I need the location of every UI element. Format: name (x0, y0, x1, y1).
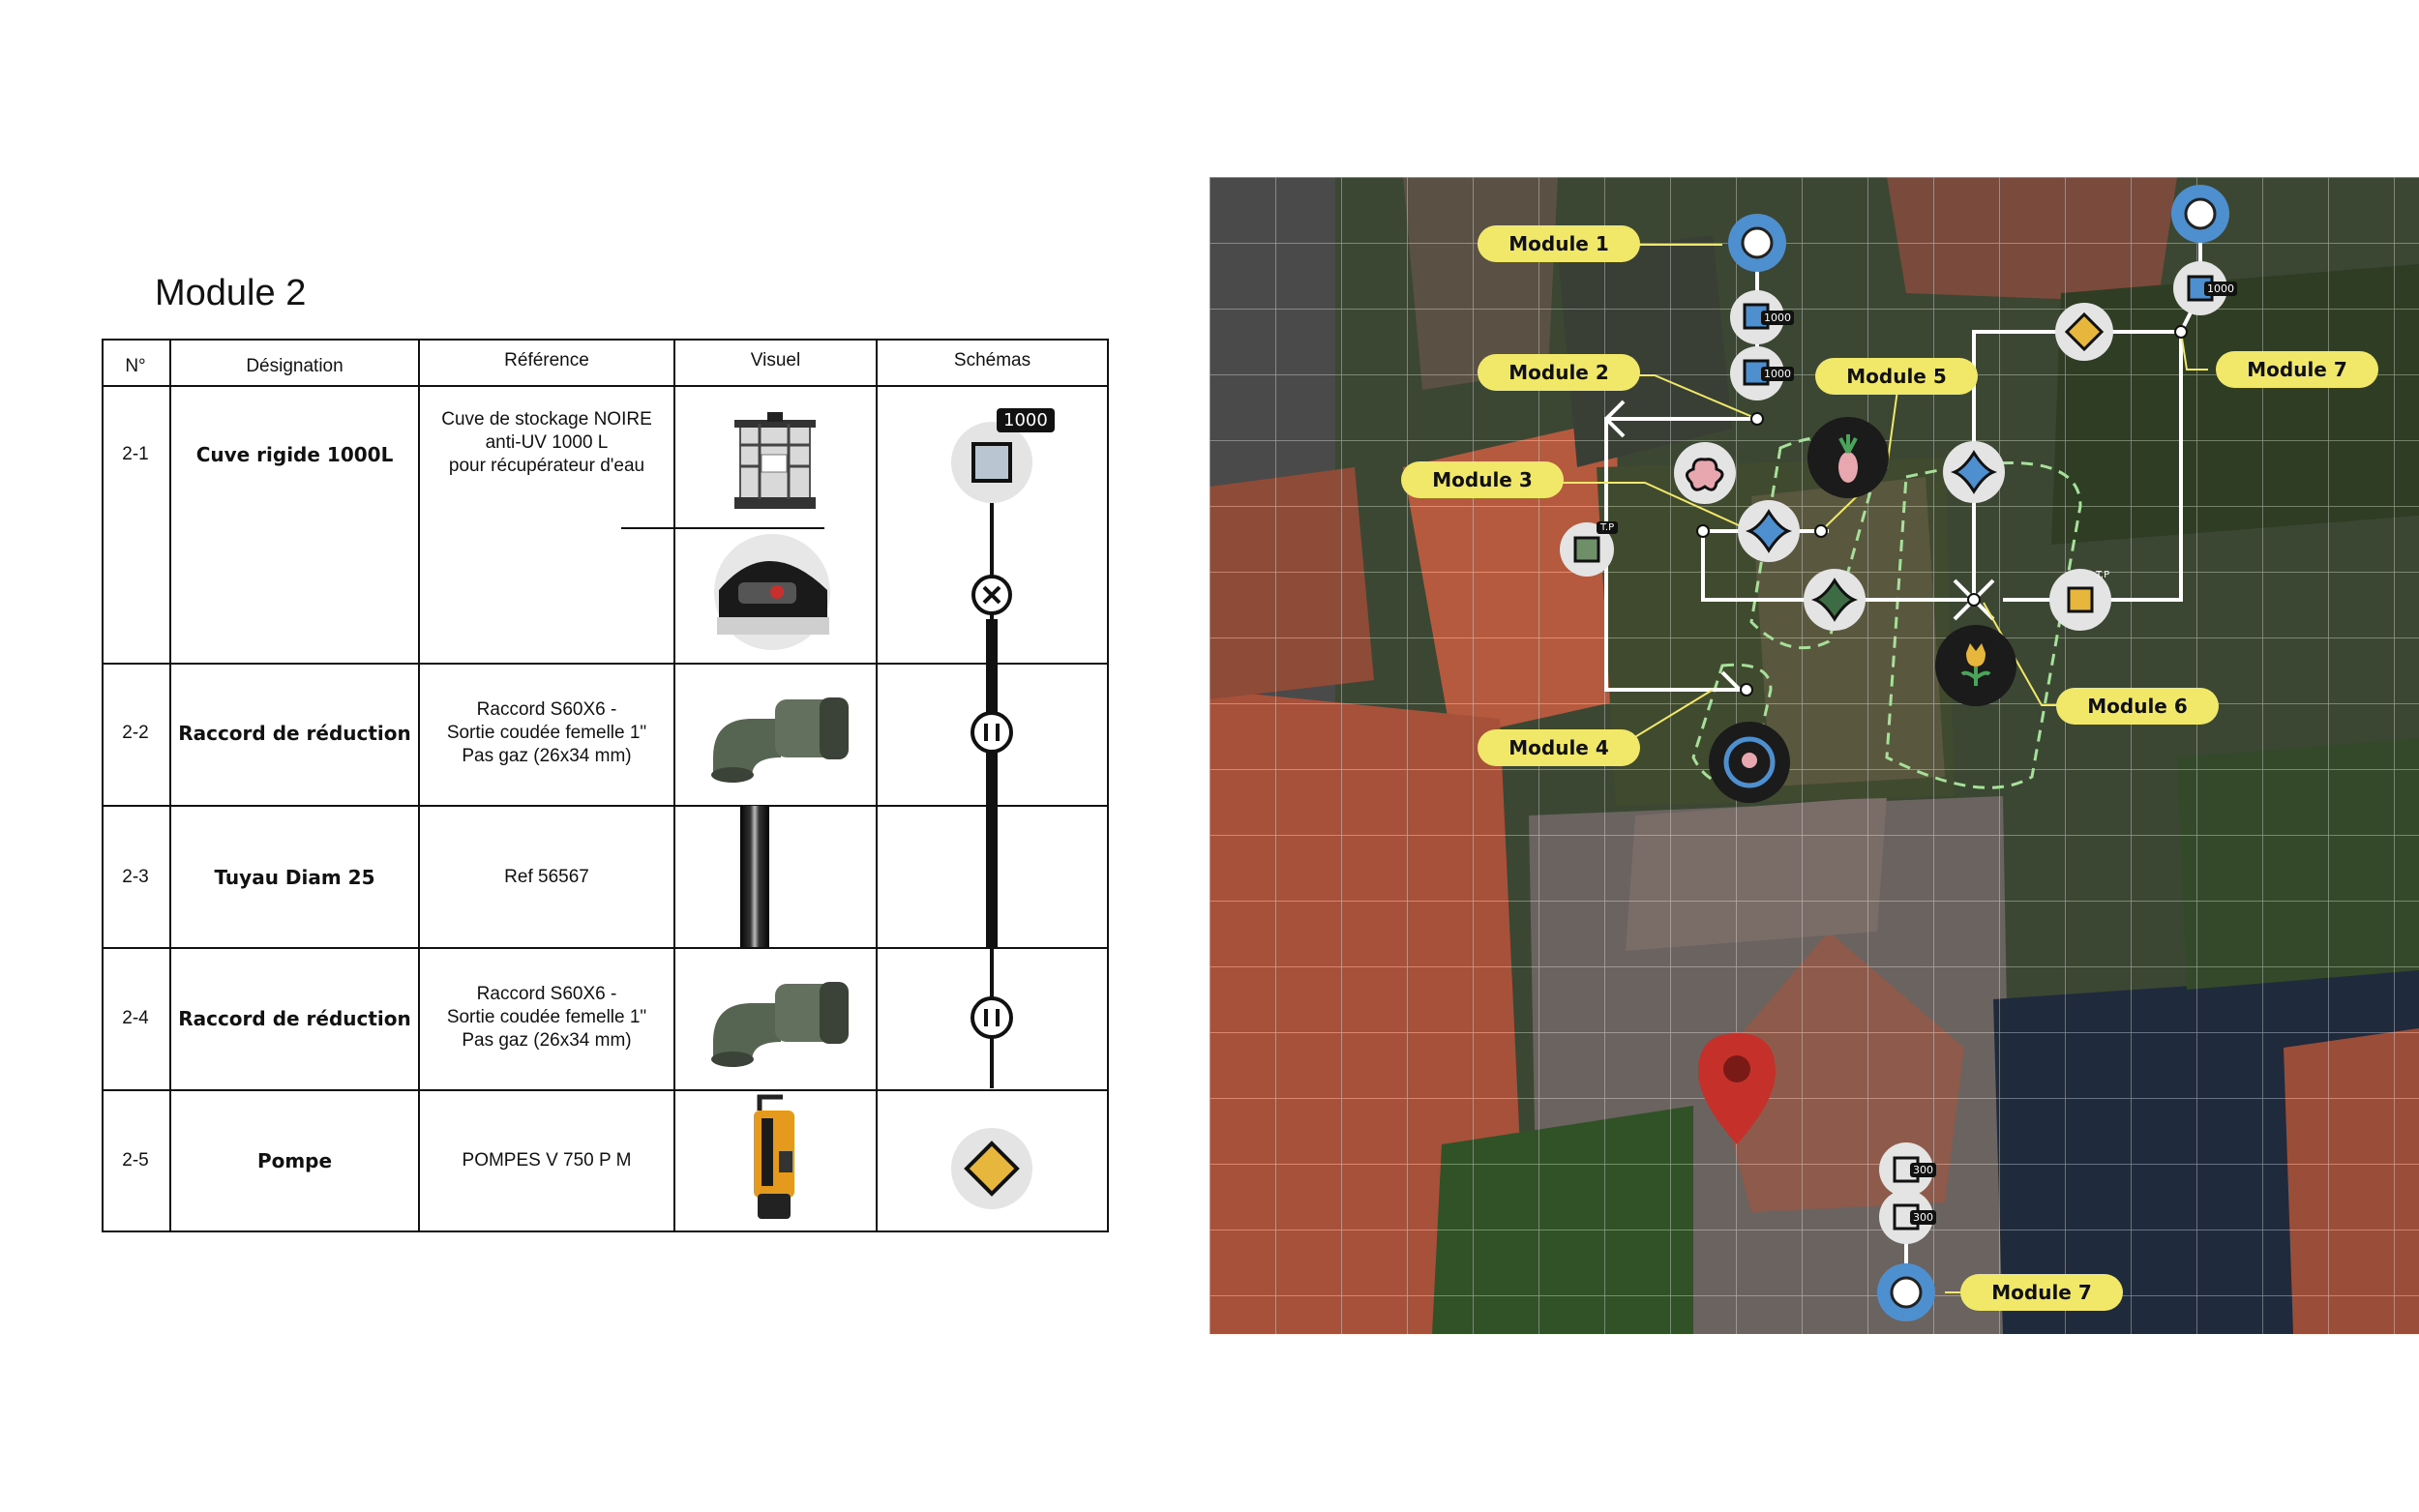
drip-ring-node (1709, 722, 1790, 803)
label-module-3: Module 3 (1401, 461, 1564, 498)
column-divider (673, 339, 675, 1232)
tank-capacity-badge: 1000 (2204, 282, 2237, 296)
label-module-6: Module 6 (2056, 688, 2219, 725)
row-reference: Cuve de stockage NOIRE anti-UV 1000 L po… (441, 409, 652, 476)
row-designation: Tuyau Diam 25 (214, 866, 375, 889)
module-title: Module 2 (155, 273, 307, 313)
pump-tank-node (2049, 569, 2111, 631)
label-module-7-bottom: Module 7 (1960, 1274, 2123, 1311)
spec-table: N° Désignation Référence Visuel Schémas … (102, 339, 1109, 1232)
green-flower-node (1804, 569, 1866, 631)
table-border-right (1107, 339, 1109, 1232)
tank-valve-image (714, 534, 830, 650)
row-reference: POMPES V 750 P M (462, 1150, 632, 1171)
column-divider (169, 339, 171, 1232)
radish-plant-node (1807, 417, 1889, 498)
label-module-1: Module 1 (1478, 225, 1640, 262)
tank-node (1879, 1190, 1933, 1244)
header-designation: Désignation (246, 356, 343, 376)
schema-capacity-badge: 1000 (997, 408, 1055, 432)
row-reference: Raccord S60X6 - Sortie coudée femelle 1"… (446, 699, 647, 766)
row-designation: Raccord de réduction (178, 722, 411, 745)
schema-diagram (951, 422, 1032, 1209)
ibc-tank-image (734, 412, 816, 509)
row-num: 2-1 (122, 444, 149, 464)
tank-capacity-badge: 300 (1910, 1163, 1936, 1177)
row-designation: Cuve rigide 1000L (195, 443, 394, 466)
pink-flower-node (1674, 442, 1736, 504)
column-divider (876, 339, 878, 1232)
row-num: 2-3 (122, 867, 149, 887)
header-reference: Référence (504, 350, 589, 371)
header-schemas: Schémas (953, 350, 1031, 371)
pump-image (754, 1094, 794, 1219)
reducer-fitting-image (711, 982, 849, 1067)
tp-tag: T.P (2096, 570, 2110, 580)
row-num: 2-5 (122, 1150, 149, 1171)
row-num: 2-4 (122, 1008, 149, 1028)
row-reference: Raccord S60X6 - Sortie coudée femelle 1"… (446, 984, 647, 1051)
row-designation: Pompe (256, 1149, 333, 1172)
table-border-top (102, 339, 1109, 341)
table-header-divider (102, 385, 1109, 387)
row-reference: Ref 56567 (504, 867, 589, 887)
label-module-5: Module 5 (1815, 358, 1978, 395)
map-canvas (1210, 177, 2419, 1334)
blue-flower-node (1943, 441, 2005, 503)
table-border-bottom (102, 1230, 1109, 1232)
label-module-4: Module 4 (1478, 729, 1640, 766)
visual-split-divider (621, 527, 824, 529)
table-border-left (102, 339, 104, 1232)
header-visuel: Visuel (750, 350, 801, 371)
blue-flower-node (1738, 500, 1800, 562)
module1-source-node (1728, 214, 1786, 272)
row-divider (102, 947, 1109, 949)
tank-capacity-badge: 1000 (1761, 367, 1794, 381)
tank-capacity-badge: 300 (1910, 1210, 1936, 1225)
row-divider (102, 1089, 1109, 1091)
module7-bottom-source-node (1877, 1263, 1935, 1321)
tank-node (1560, 522, 1614, 577)
label-module-7-top: Module 7 (2216, 351, 2378, 388)
reducer-fitting-image (711, 697, 849, 783)
pump-node (2055, 303, 2113, 361)
label-module-2: Module 2 (1478, 354, 1640, 391)
pipe-image (740, 806, 769, 947)
tulip-plant-node (1935, 625, 2016, 706)
row-num: 2-2 (122, 723, 149, 743)
row-divider (102, 663, 885, 665)
module7-source-node (2171, 185, 2229, 243)
row-divider (102, 805, 1109, 807)
site-map: 1000 1000 1000 300 300 T.P T.P Module 1 … (1210, 177, 2419, 1334)
row-designation: Raccord de réduction (178, 1007, 411, 1030)
tank-capacity-badge: 1000 (1761, 311, 1794, 325)
column-divider (418, 339, 420, 1232)
tp-tag: T.P (1597, 521, 1619, 534)
location-pin-icon (1698, 1033, 1776, 1144)
header-num: N° (125, 356, 146, 376)
